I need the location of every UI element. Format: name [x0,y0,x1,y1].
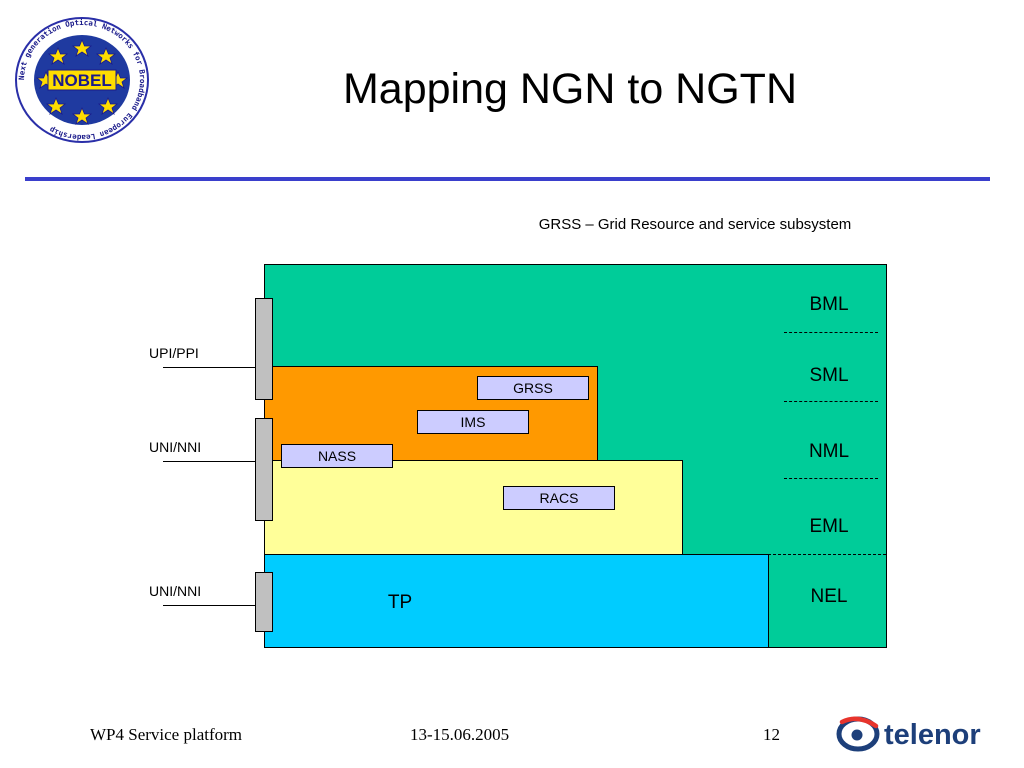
footer-date: 13-15.06.2005 [410,725,510,744]
interface-line [163,367,255,368]
interface-label-upi-ppi: UPI/PPI [149,345,199,361]
interface-line [163,461,255,462]
telenor-wordmark: telenor [884,719,981,751]
layer-label-nel: NEL [810,586,848,607]
layer-divider [784,478,878,479]
transport-label: TP [387,592,413,613]
interface-connector-uni [255,418,273,521]
layer-divider [768,554,886,555]
nass-box: NASS [281,444,393,468]
network-attachment-block [264,460,683,555]
interface-label-uni-nni: UNI/NNI [149,439,202,455]
interface-line [163,605,255,606]
layer-divider [784,332,878,333]
title-divider [25,177,990,181]
racs-box: RACS [503,486,615,510]
layer-label-nml: NML [808,441,850,462]
page-number: 12 [763,725,780,744]
telenor-mark-icon [836,716,880,752]
layer-label-sml: SML [809,365,849,386]
logo-text: NOBEL [52,71,112,90]
nobel-logo: Next generation Optical Networks for Bro… [14,16,150,144]
layer-label-bml: BML [809,294,849,315]
footer-project: WP4 Service platform [90,725,243,744]
interface-connector-upi [255,298,273,400]
grss-box: GRSS [477,376,589,400]
layer-label-eml: EML [809,516,849,537]
page-title: Mapping NGN to NGTN [342,65,798,113]
interface-label-uni-nni-transport: UNI/NNI [149,583,202,599]
telenor-logo: telenor [836,712,1001,754]
interface-connector-uni-transport [255,572,273,632]
ims-box: IMS [417,410,529,434]
diagram-caption: GRSS – Grid Resource and service subsyst… [538,216,852,233]
transport-block [264,554,769,648]
layer-divider [784,401,878,402]
